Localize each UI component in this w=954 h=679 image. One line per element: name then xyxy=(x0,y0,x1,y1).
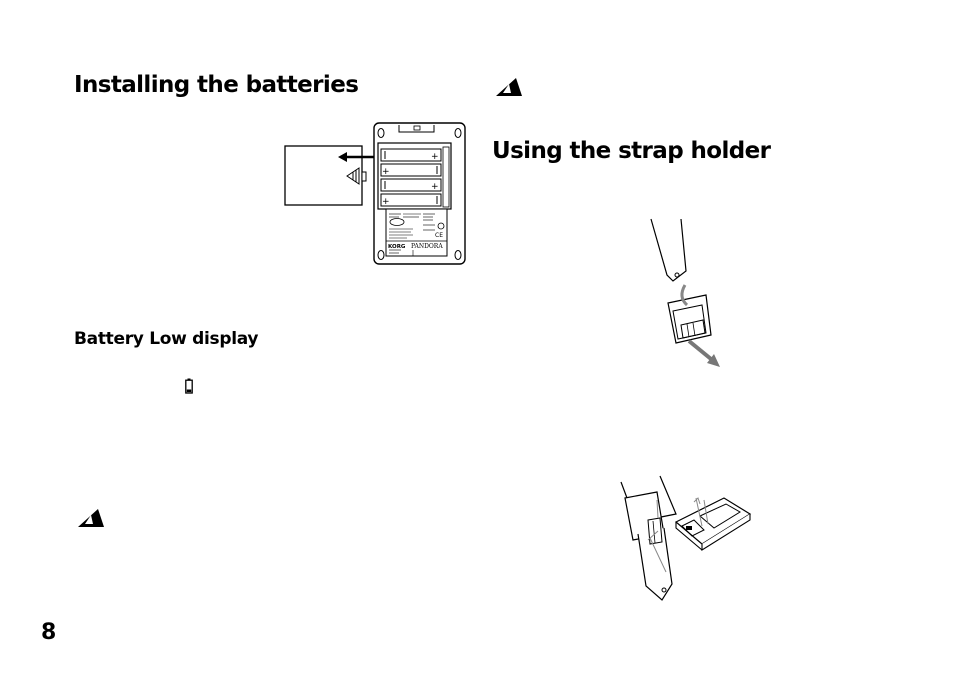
strap-holder-heading: Using the strap holder xyxy=(492,138,771,164)
installing-batteries-heading: Installing the batteries xyxy=(74,72,359,98)
strap-holder-illustration-1 xyxy=(650,218,720,367)
caution-pencil-icon xyxy=(496,78,522,96)
battery-low-heading: Battery Low display xyxy=(74,329,259,349)
page-number: 8 xyxy=(41,620,57,645)
battery-installation-illustration: + + + + CE KORG PANDORA xyxy=(284,122,466,265)
strap-holder-illustration-2 xyxy=(620,475,752,601)
device-brand-label: KORG xyxy=(388,244,406,250)
svg-text:+: + xyxy=(431,182,439,192)
svg-text:+: + xyxy=(382,167,390,177)
cover-grip-icon xyxy=(346,167,360,185)
svg-text:+: + xyxy=(431,152,439,162)
svg-text:+: + xyxy=(382,197,390,207)
device-model-label: PANDORA xyxy=(411,243,443,250)
insert-arrow-icon xyxy=(687,339,720,367)
caution-pencil-icon xyxy=(78,509,104,527)
slide-arrow-icon xyxy=(338,152,376,162)
ce-mark: CE xyxy=(435,232,443,239)
battery-low-icon xyxy=(185,378,193,394)
